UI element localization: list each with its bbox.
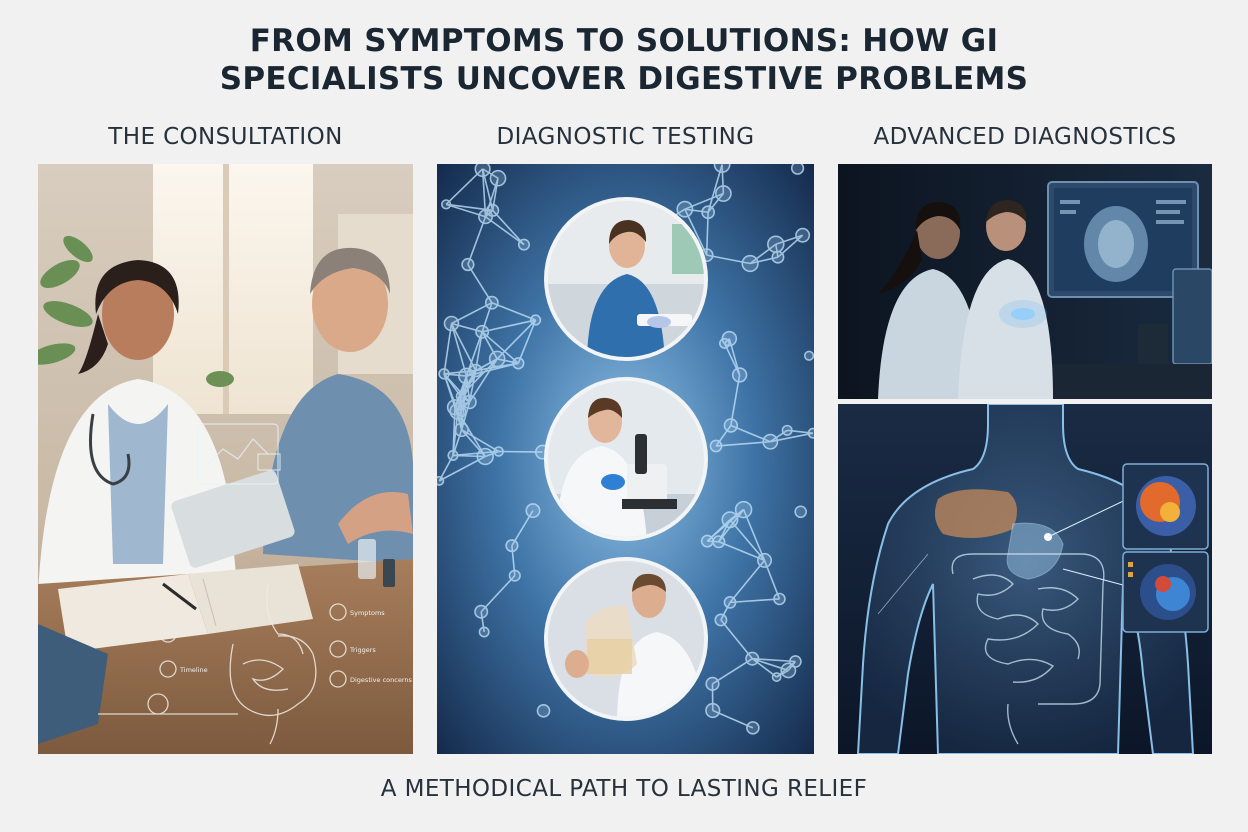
title-line-2: SPECIALISTS UNCOVER DIGESTIVE PROBLEMS	[219, 61, 1029, 97]
scan-inset-top	[1122, 463, 1209, 550]
page-title: FROM SYMPTOMS TO SOLUTIONS: HOW GI SPECI…	[0, 22, 1248, 98]
overlay-label-digestive: Digestive concerns	[350, 676, 413, 684]
diagnostic-testing-panel	[437, 164, 814, 754]
overlay-label-timeline: Timeline	[179, 666, 208, 674]
overlay-label-triggers: Triggers	[349, 646, 376, 654]
xray-body-panel	[838, 404, 1212, 754]
overlay-label-symptoms: Symptoms	[350, 609, 385, 617]
scan-inset-bottom	[1122, 551, 1209, 633]
consultation-photo: Timeline Symptoms Triggers Digestive con…	[38, 164, 413, 754]
column-label-diagnostic-testing: DIAGNOSTIC TESTING	[496, 124, 755, 150]
breath-test-photo	[544, 557, 708, 721]
footer-tagline: A METHODICAL PATH TO LASTING RELIEF	[380, 776, 868, 802]
imaging-room-photo	[838, 164, 1212, 399]
column-label-advanced-diagnostics: ADVANCED DIAGNOSTICS	[873, 124, 1177, 150]
molecule-network	[437, 164, 814, 735]
microscope-scientist-photo	[544, 377, 708, 541]
title-line-1: FROM SYMPTOMS TO SOLUTIONS: HOW GI	[249, 23, 999, 59]
column-label-consultation: THE CONSULTATION	[108, 124, 343, 150]
